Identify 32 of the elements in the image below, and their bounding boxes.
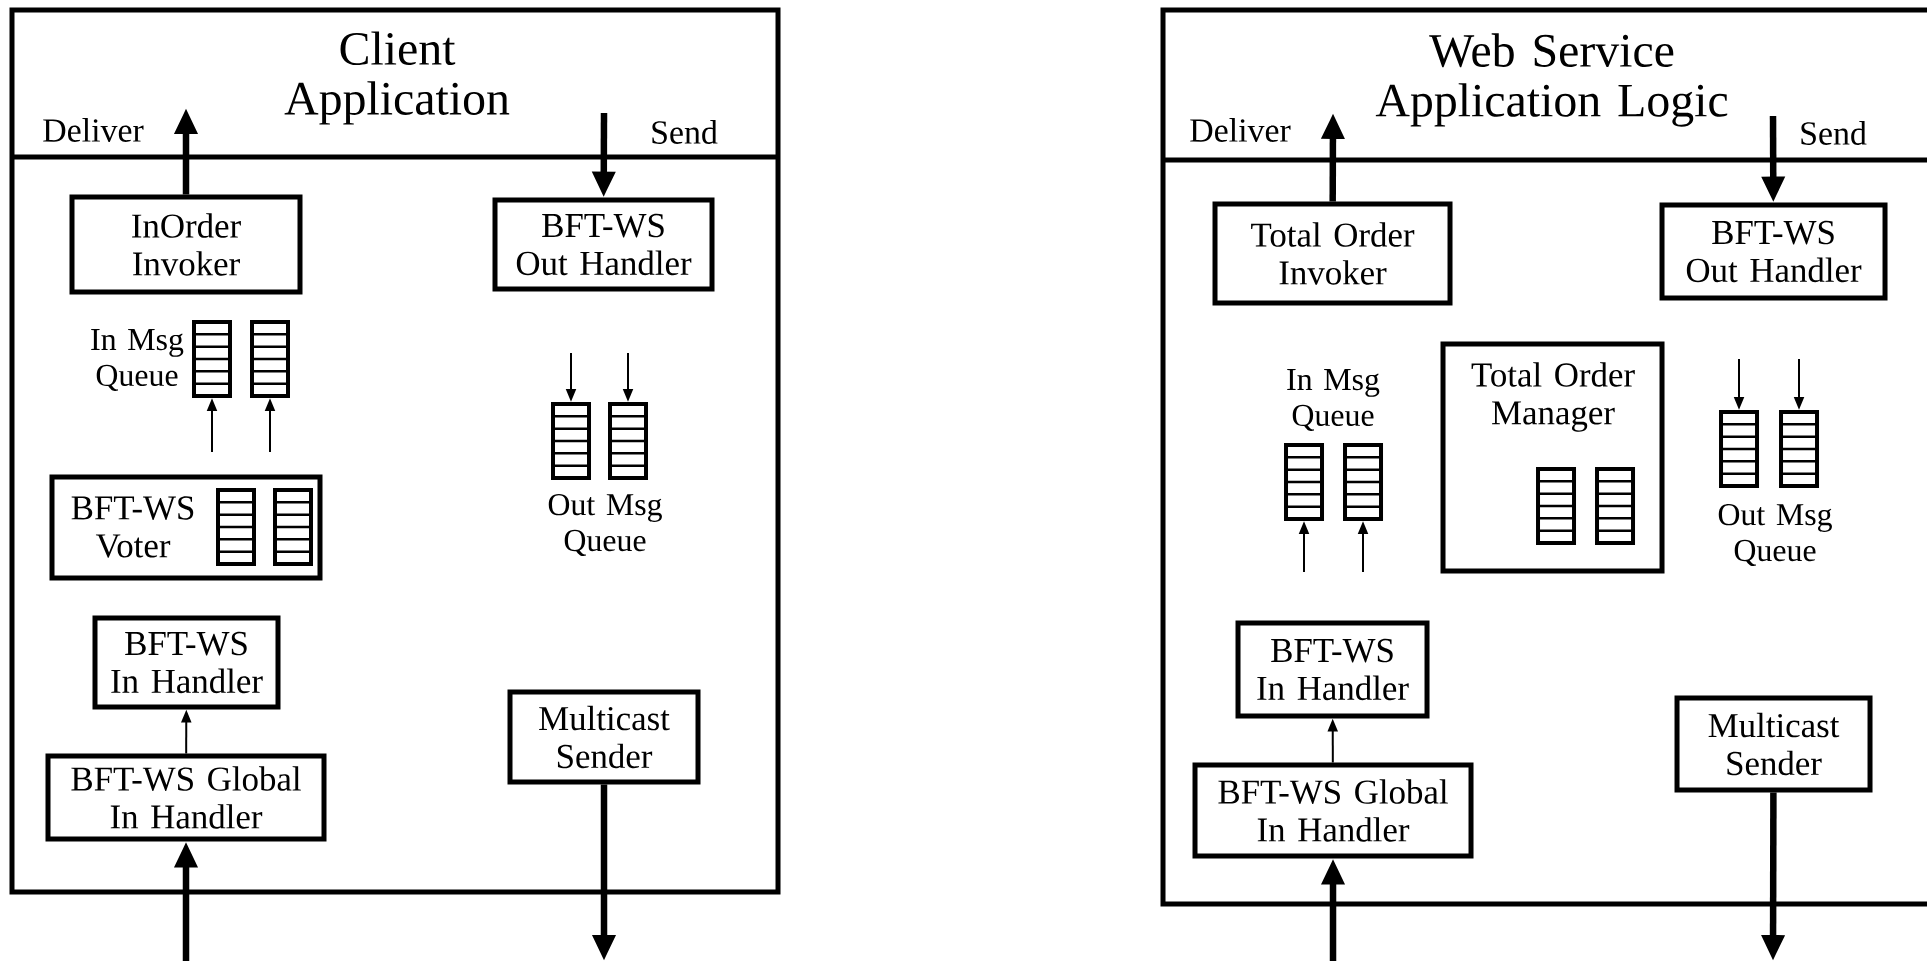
process-box: InOrder Invoker [69,194,303,295]
edge-label: Send [649,119,719,145]
queue-icon [1779,410,1819,488]
queue-label: Out Msg Queue [1718,503,1832,567]
queue-icon [1536,467,1576,545]
process-box: Multicast Sender [507,689,701,785]
component-box: Total Order Manager [1440,341,1665,574]
queue-icon [1595,467,1635,545]
queue-icon [216,488,256,566]
edge-label: Deliver [41,117,145,143]
process-box: BFT-WS Out Handler [1659,202,1888,301]
edge-label: Send [1798,120,1868,146]
process-box: BFT-WS In Handler [1235,620,1430,719]
queue-icon [1343,443,1383,521]
process-box: Multicast Sender [1674,695,1873,793]
queue-label: In Msg Queue [91,329,184,391]
queue-label: In Msg Queue [1287,369,1380,431]
queue-icon [273,488,313,566]
process-box: BFT-WS In Handler [92,615,281,710]
edge-label: Deliver [1188,117,1292,143]
queue-icon [551,402,591,480]
queue-icon [250,320,290,398]
component-box: BFT-WS Voter [49,474,323,581]
queue-icon [1719,410,1759,488]
process-box: BFT-WS Out Handler [492,197,715,292]
queue-icon [192,320,232,398]
queue-icon [608,402,648,480]
queue-label: Out Msg Queue [548,493,662,557]
queue-icon [1284,443,1324,521]
process-box: BFT-WS Global In Handler [1192,762,1474,859]
process-box: Total Order Invoker [1212,201,1453,306]
process-box: BFT-WS Global In Handler [45,753,327,842]
